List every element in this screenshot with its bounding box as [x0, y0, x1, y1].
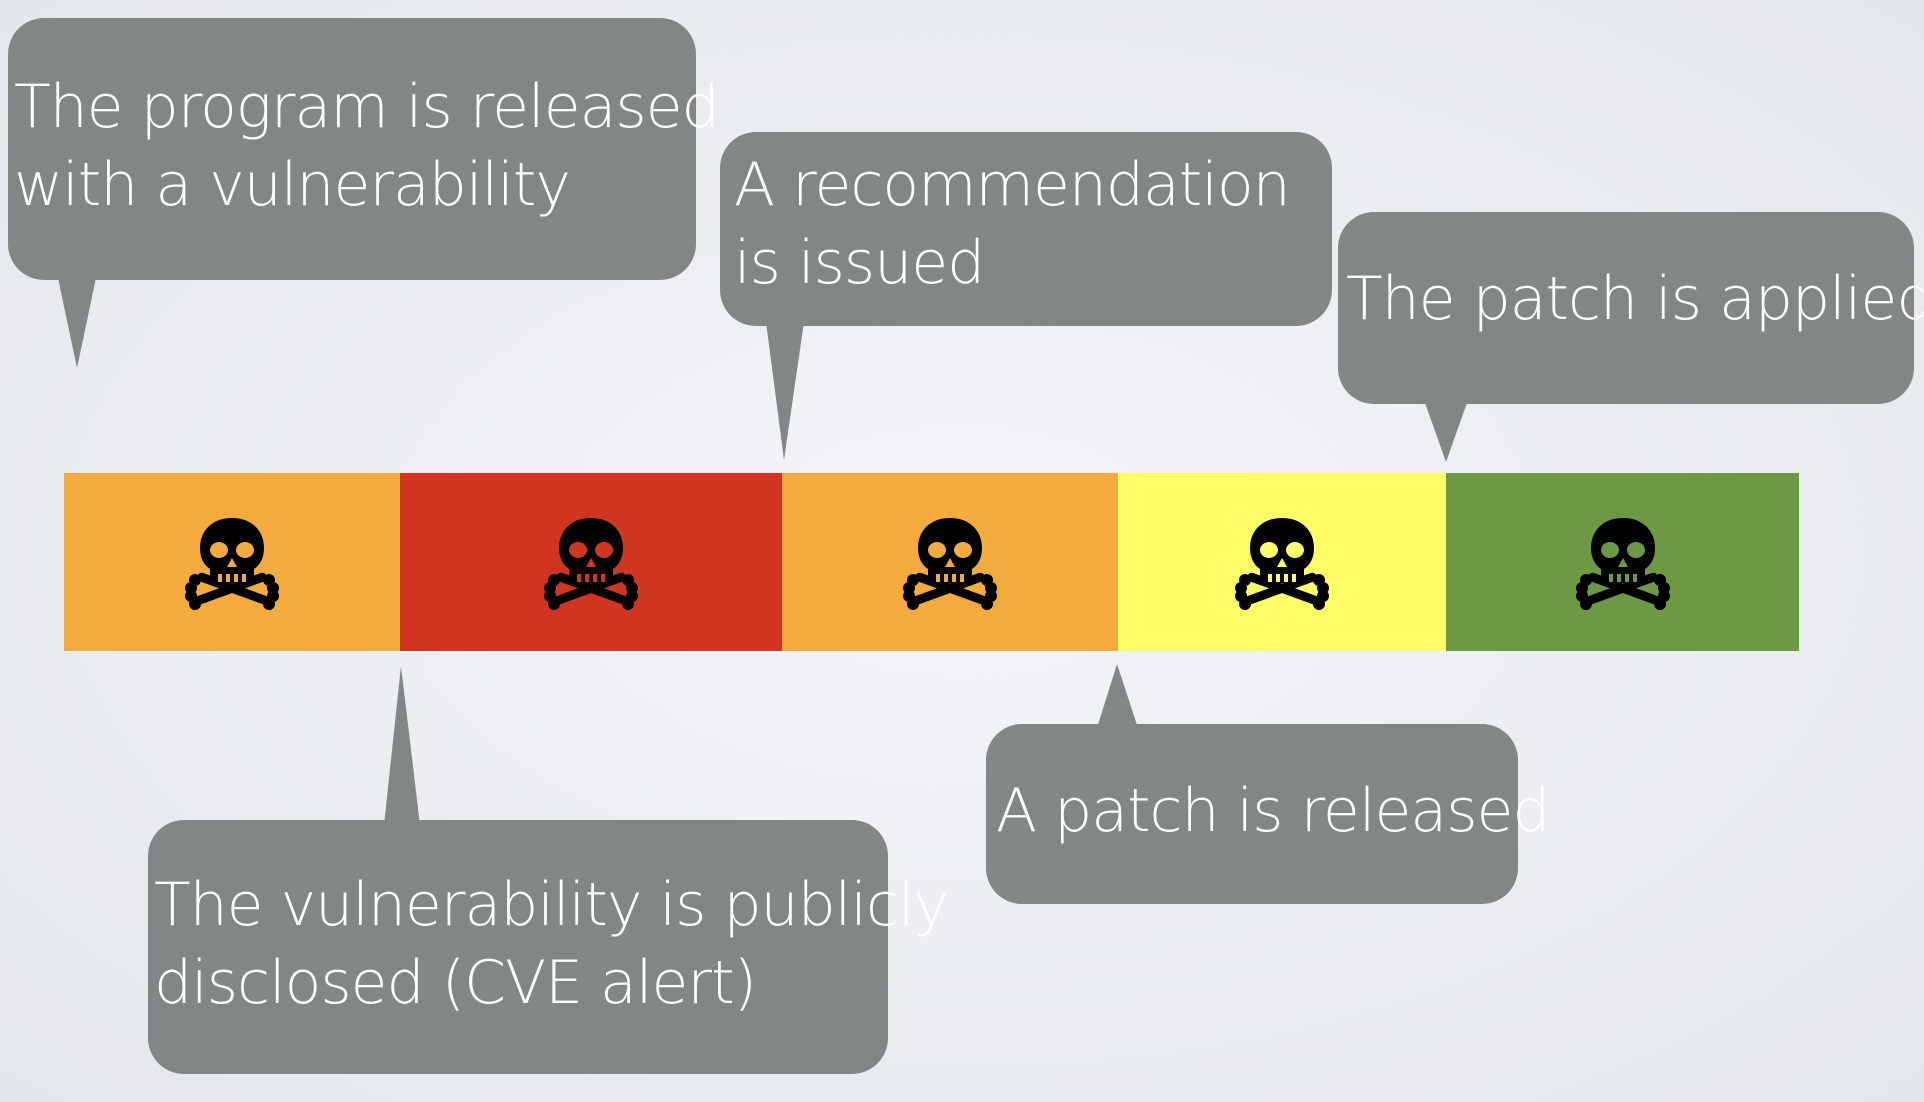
skull-crossbones-icon	[903, 518, 997, 610]
skull-crossbones-icon	[1575, 518, 1670, 610]
timeline-segment-2	[400, 473, 782, 651]
callout-patch-applied: The patch is applied	[1338, 212, 1924, 404]
callout-vulnerability-disclosed: The vulnerability is publicly disclosed …	[148, 820, 949, 1074]
skull-crossbones-icon	[544, 518, 638, 610]
callout-text-line-2: is issued	[734, 228, 985, 298]
callout-text-line-1: The patch is applied	[1346, 264, 1924, 334]
callout-program-released: The program is released with a vulnerabi…	[8, 18, 720, 280]
timeline-segment-1	[64, 473, 400, 651]
skull-crossbones-icon	[1235, 518, 1329, 610]
callout-text-line-1: A recommendation	[734, 150, 1291, 220]
callout-patch-released: A patch is released	[986, 724, 1550, 904]
timeline-segment-3	[782, 473, 1118, 651]
timeline-segment-4	[1118, 473, 1446, 651]
callout-text-line-1: The program is released	[14, 72, 720, 142]
callout-recommendation-issued: A recommendation is issued	[720, 132, 1332, 326]
callout-text-line-2: disclosed (CVE alert)	[154, 948, 757, 1018]
skull-crossbones-icon	[185, 518, 279, 610]
callout-text-line-1: The vulnerability is publicly	[154, 870, 949, 940]
callout-text-line-1: A patch is released	[996, 776, 1550, 846]
timeline-segment-5	[1446, 473, 1799, 651]
callout-text-line-2: with a vulnerability	[14, 150, 571, 220]
